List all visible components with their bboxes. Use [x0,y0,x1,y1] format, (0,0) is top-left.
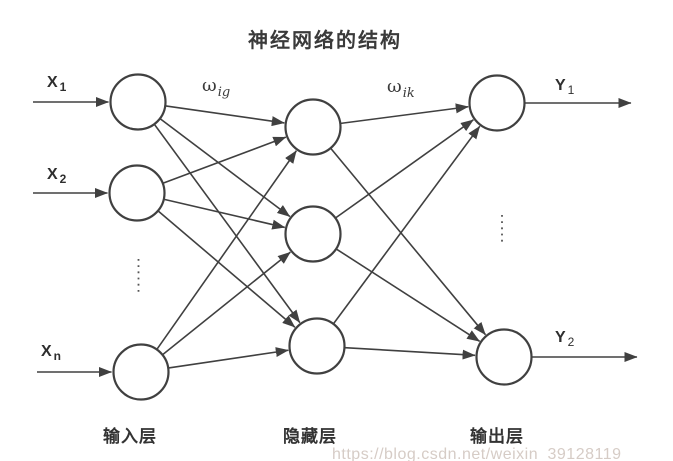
omega-symbol: ω [387,76,402,97]
edge-input2-hidden3 [157,210,296,328]
edge-hidden2-output2 [336,248,481,342]
node-input-2 [108,164,166,222]
node-output-1 [468,74,526,132]
node-hidden-2 [284,205,342,263]
omega-subscript: ig [217,85,231,100]
node-output-2 [475,328,533,386]
layer-label-hidden: 隐藏层 [283,427,337,446]
edge-hidden1-output2 [330,148,487,336]
edge-hidden1-output1 [340,103,469,125]
omega-subscript: ik [402,86,415,101]
omega-symbol: ω [202,75,217,96]
weight-label-omega-ig: ωig [202,75,230,100]
node-input-1 [109,73,167,131]
edge-input3-hidden3 [168,347,289,369]
layer-label-output: 输出层 [470,427,524,446]
node-hidden-1 [284,98,342,156]
node-hidden-3 [288,317,346,375]
watermark-text: https://blog.csdn.net/weixin_39128119 [332,446,622,461]
edge-input1-hidden2 [159,118,291,218]
edge-hidden2-output1 [335,119,474,219]
weight-label-omega-ik: ωik [387,76,415,101]
diagram-title: 神经网络的结构 [248,30,402,52]
layer-label-input: 输入层 [103,427,157,446]
edge-input3-hidden2 [162,251,291,356]
edge-input3-hidden1 [156,150,297,350]
node-input-3 [112,343,170,401]
edge-hidden3-output1 [333,125,481,324]
edge-hidden3-output2 [344,346,476,360]
edge-input1-hidden1 [165,105,285,127]
edge-input2-hidden1 [162,136,287,184]
edge-input1-hidden3 [153,124,301,324]
edge-input2-hidden2 [164,198,286,230]
